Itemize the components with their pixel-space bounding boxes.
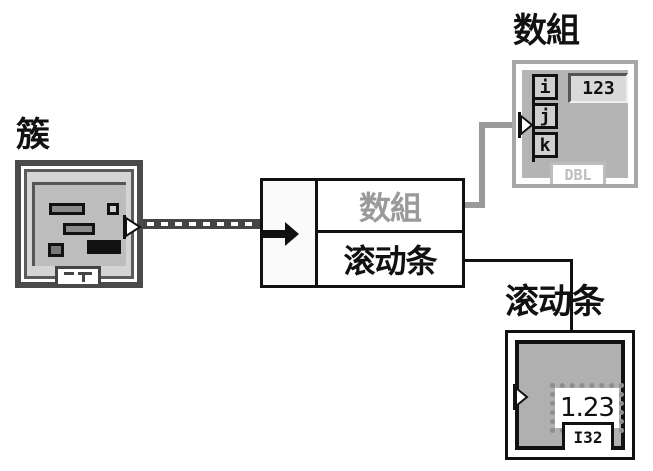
cluster-type-tag bbox=[55, 266, 101, 284]
i32-type-tag: I32 bbox=[562, 422, 614, 450]
scroll-wire-v[interactable] bbox=[570, 259, 573, 331]
unbundle-output-scroll[interactable]: 滚动条 bbox=[343, 242, 437, 280]
output-terminal-arrow-icon bbox=[123, 215, 142, 239]
cluster-element-icon bbox=[49, 203, 85, 215]
array-indicator-label: 数組 bbox=[513, 11, 580, 51]
arrow-right-icon bbox=[263, 222, 299, 246]
numeric-display-value: 1.23 bbox=[550, 383, 624, 433]
array-wire-h1[interactable] bbox=[463, 202, 485, 208]
unbundle-output-array[interactable]: 数組 bbox=[318, 181, 462, 233]
cluster-wire[interactable] bbox=[143, 219, 260, 229]
cluster-label: 簇 bbox=[16, 115, 50, 155]
numeric-indicator-label: 滚动条 bbox=[505, 282, 605, 322]
cluster-element-icon bbox=[107, 203, 119, 215]
index-i: i bbox=[532, 74, 558, 100]
unbundle-by-name-node[interactable]: 数組 滚动条 bbox=[260, 178, 465, 288]
scroll-indicator-terminal[interactable]: 1.23 I32 bbox=[505, 330, 635, 460]
cluster-control-terminal[interactable] bbox=[15, 160, 143, 288]
cluster-icon bbox=[32, 182, 126, 266]
cluster-element-icon bbox=[48, 243, 64, 257]
scroll-wire-h[interactable] bbox=[463, 259, 573, 262]
cluster-element-icon bbox=[63, 223, 95, 235]
input-terminal-arrow-icon bbox=[513, 384, 529, 410]
input-terminal-arrow-icon bbox=[518, 112, 534, 138]
index-j: j bbox=[532, 103, 558, 129]
dbl-type-tag: DBL bbox=[550, 162, 606, 184]
cluster-element-icon bbox=[87, 240, 121, 254]
array-indicator-terminal[interactable]: i j k 123 DBL bbox=[512, 60, 638, 188]
array-wire-h2[interactable] bbox=[479, 122, 519, 128]
array-wire-v[interactable] bbox=[479, 122, 485, 208]
array-element-value: 123 bbox=[568, 73, 628, 103]
index-k: k bbox=[532, 132, 558, 158]
